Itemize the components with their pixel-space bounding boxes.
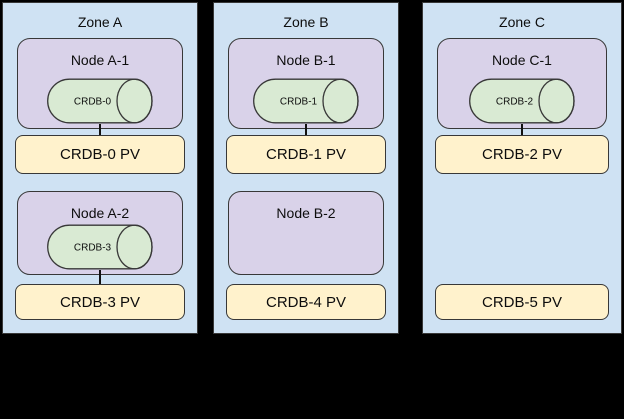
crdb-0-pv-box: CRDB-0 PV xyxy=(15,135,185,174)
crdb-2-pv-label: CRDB-2 PV xyxy=(481,146,563,163)
crdb-4-pv-box: CRDB-4 PV xyxy=(226,284,386,320)
crdb-1-pv-box: CRDB-1 PV xyxy=(226,135,386,174)
node-a-2-label: Node A-2 xyxy=(70,205,130,221)
crdb-1-pod-cylinder: CRDB-1 xyxy=(253,78,360,124)
crdb-0-pv-label: CRDB-0 PV xyxy=(59,146,141,163)
pod-to-pv-connector xyxy=(99,270,101,284)
crdb-0-pod-label: CRDB-0 xyxy=(74,97,112,108)
database-cylinder-icon: CRDB-0 xyxy=(47,78,153,124)
crdb-2-pod-label: CRDB-2 xyxy=(496,97,534,108)
crdb-2-pv-box: CRDB-2 PV xyxy=(435,135,609,174)
database-cylinder-icon: CRDB-3 xyxy=(47,224,153,270)
zone-b-title: Zone B xyxy=(283,14,329,30)
crdb-3-pod-label: CRDB-3 xyxy=(74,243,112,254)
crdb-1-pv-label: CRDB-1 PV xyxy=(265,146,347,163)
crdb-4-pv-label: CRDB-4 PV xyxy=(265,293,347,311)
crdb-5-pv-box: CRDB-5 PV xyxy=(435,284,609,320)
database-cylinder-icon: CRDB-1 xyxy=(253,78,359,124)
zone-b-container: Zone B Node B-1 CRDB-1 CRDB-1 PV Node B-… xyxy=(213,2,399,334)
crdb-0-pod-cylinder: CRDB-0 xyxy=(47,78,154,124)
node-b-2-label: Node B-2 xyxy=(276,205,336,221)
node-c-1-label: Node C-1 xyxy=(492,52,552,68)
crdb-3-pod-cylinder: CRDB-3 xyxy=(47,224,154,270)
pod-to-pv-connector xyxy=(305,124,307,135)
node-b-1-label: Node B-1 xyxy=(276,52,336,68)
crdb-3-pv-label: CRDB-3 PV xyxy=(59,293,141,311)
pod-to-pv-connector xyxy=(521,124,523,135)
crdb-5-pv-label: CRDB-5 PV xyxy=(481,293,563,311)
zone-c-title: Zone C xyxy=(499,14,545,30)
pod-to-pv-connector xyxy=(99,124,101,135)
database-cylinder-icon: CRDB-2 xyxy=(469,78,575,124)
node-b-2-box: Node B-2 xyxy=(228,191,384,275)
zone-c-container: Zone C Node C-1 CRDB-2 CRDB-2 PV CRDB-5 … xyxy=(422,2,622,334)
zone-a-title: Zone A xyxy=(77,14,123,30)
node-a-1-label: Node A-1 xyxy=(70,52,130,68)
crdb-3-pv-box: CRDB-3 PV xyxy=(15,284,185,320)
crdb-2-pod-cylinder: CRDB-2 xyxy=(469,78,576,124)
crdb-1-pod-label: CRDB-1 xyxy=(280,97,318,108)
zone-a-container: Zone A Node A-1 CRDB-0 CRDB-0 PV Node A-… xyxy=(2,2,198,334)
